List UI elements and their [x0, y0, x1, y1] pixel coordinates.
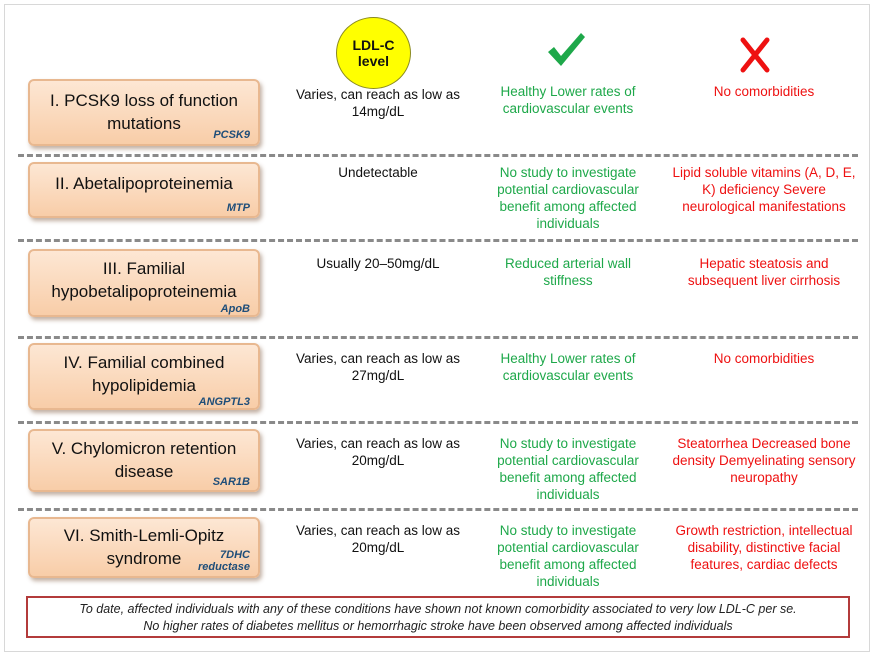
comorbidity-text: Steatorrhea Decreased bone density Demye… — [672, 436, 856, 485]
benefit-text: No study to investigate potential cardio… — [497, 165, 639, 231]
ldl-level-label: LDL-C level — [352, 37, 395, 69]
comorbidity-text: Hepatic steatosis and subsequent liver c… — [687, 256, 841, 288]
condition-box: V. Chylomicron retention disease SAR1B — [28, 429, 260, 492]
comorbidity-text: No comorbidities — [713, 351, 815, 366]
ldl-level-header: LDL-C level — [336, 17, 411, 89]
row-divider — [18, 239, 858, 242]
footer-line-1: To date, affected individuals with any o… — [79, 602, 797, 616]
benefit-text: Reduced arterial wall stiffness — [504, 256, 632, 288]
figure-frame — [4, 4, 870, 652]
ldl-level-text: Varies, can reach as low as 14mg/dL — [295, 87, 461, 119]
condition-title: I. PCSK9 loss of function mutations — [49, 91, 239, 133]
comorbidity-text: No comorbidities — [713, 84, 815, 99]
ldl-level-text: Varies, can reach as low as 20mg/dL — [295, 523, 461, 555]
condition-title: VI. Smith-Lemli-Opitz syndrome — [63, 526, 225, 568]
gene-label: MTP — [226, 202, 250, 214]
gene-label: ANGPTL3 — [198, 396, 250, 408]
row-divider — [18, 336, 858, 339]
ldl-level-text: Undetectable — [338, 165, 418, 180]
condition-title: V. Chylomicron retention disease — [51, 439, 237, 481]
condition-title: III. Familial hypobetalipoproteinemia — [51, 259, 237, 301]
row-divider — [18, 154, 858, 157]
footer-note: To date, affected individuals with any o… — [26, 596, 850, 638]
gene-label: SAR1B — [212, 476, 250, 488]
benefit-text: Healthy Lower rates of cardiovascular ev… — [500, 84, 636, 116]
ldl-level-text: Usually 20–50mg/dL — [316, 256, 440, 271]
condition-box: III. Familial hypobetalipoproteinemia Ap… — [28, 249, 260, 317]
condition-box: I. PCSK9 loss of function mutations PCSK… — [28, 79, 260, 146]
condition-box: IV. Familial combined hypolipidemia ANGP… — [28, 343, 260, 410]
condition-title: II. Abetalipoproteinemia — [55, 174, 233, 193]
gene-label: 7DHC reductase — [198, 549, 250, 573]
row-divider — [18, 421, 858, 424]
condition-title: IV. Familial combined hypolipidemia — [63, 353, 225, 395]
green-check-icon — [548, 33, 585, 66]
footer-line-2: No higher rates of diabetes mellitus or … — [143, 619, 733, 633]
gene-label: PCSK9 — [213, 129, 250, 141]
benefit-text: Healthy Lower rates of cardiovascular ev… — [500, 351, 636, 383]
condition-box: VI. Smith-Lemli-Opitz syndrome 7DHC redu… — [28, 517, 260, 578]
row-divider — [18, 508, 858, 511]
condition-box: II. Abetalipoproteinemia MTP — [28, 162, 260, 218]
ldl-level-text: Varies, can reach as low as 27mg/dL — [295, 351, 461, 383]
red-x-icon — [740, 37, 770, 73]
gene-label: ApoB — [220, 303, 250, 315]
benefit-text: No study to investigate potential cardio… — [497, 523, 639, 589]
benefit-text: No study to investigate potential cardio… — [497, 436, 639, 502]
comorbidity-text: Growth restriction, intellectual disabil… — [675, 523, 853, 572]
ldl-level-text: Varies, can reach as low as 20mg/dL — [295, 436, 461, 468]
comorbidity-text: Lipid soluble vitamins (A, D, E, K) defi… — [672, 165, 856, 214]
